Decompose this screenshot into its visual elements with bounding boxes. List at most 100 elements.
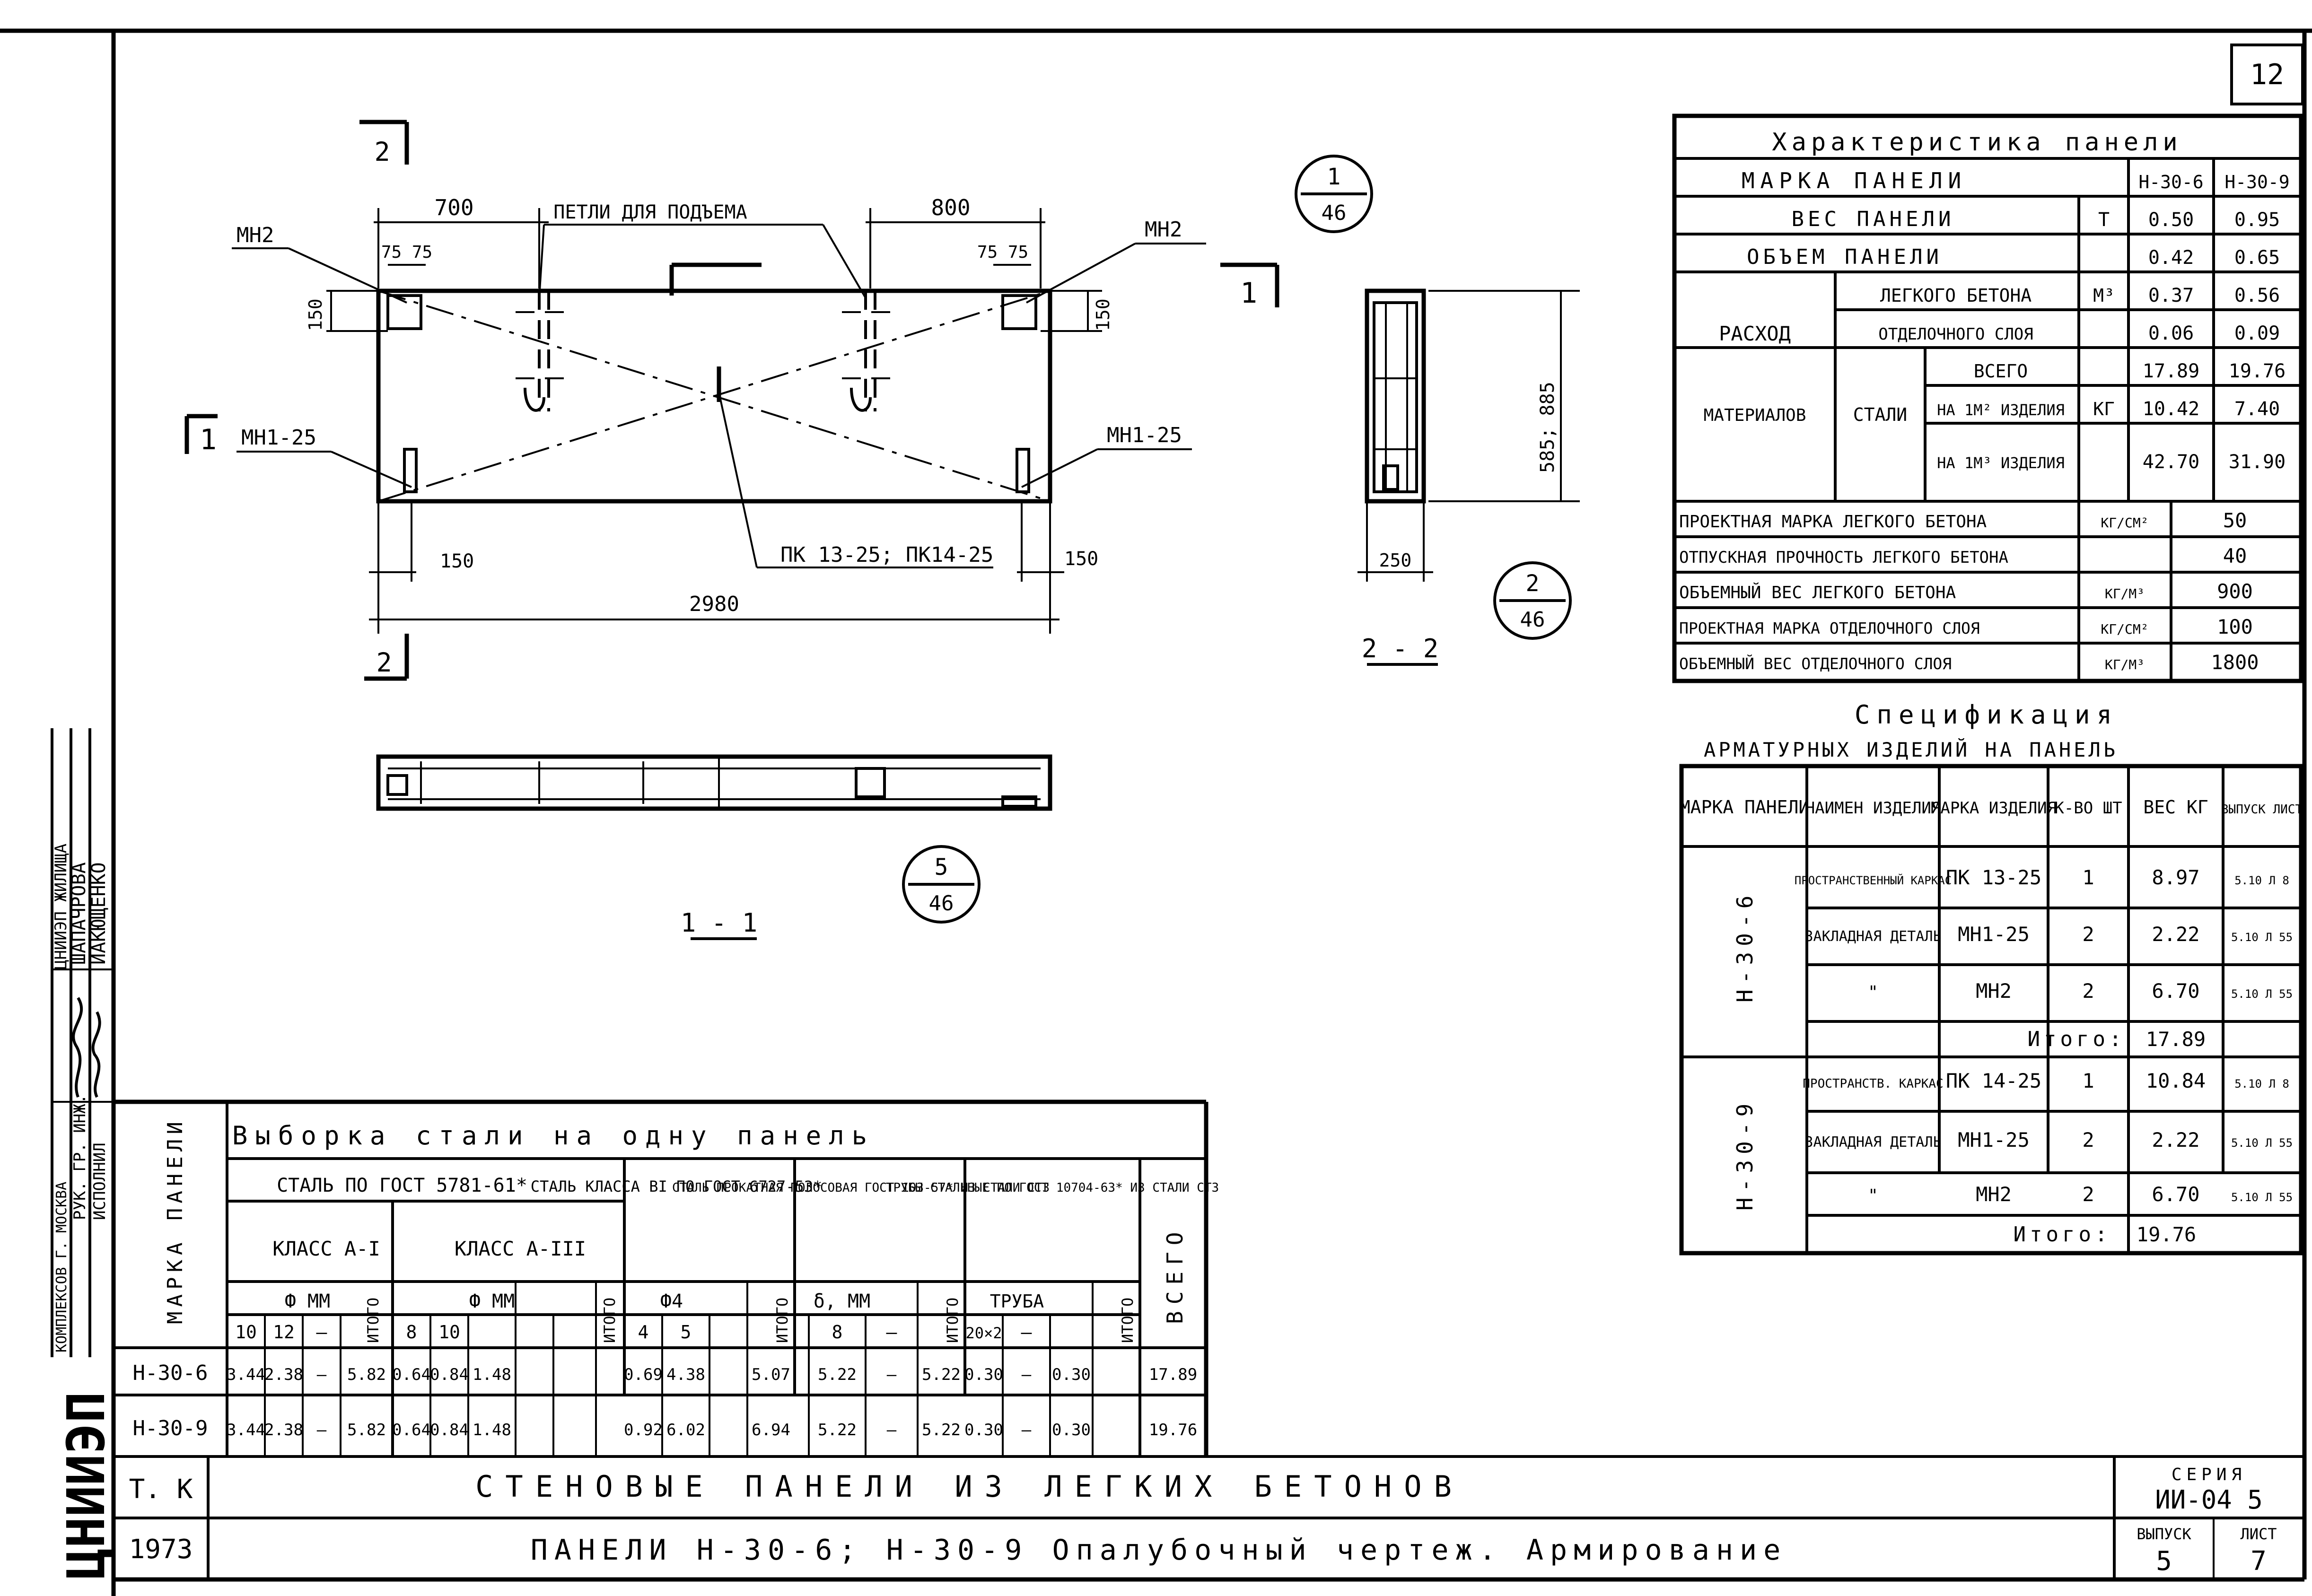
steel-sub-1: 12 xyxy=(273,1322,295,1343)
char-row-6-v1: 42.70 xyxy=(2143,451,2199,473)
dim-150-right: 150 xyxy=(1093,298,1113,331)
spec-g1-r1-qty: 2 xyxy=(2082,1128,2094,1151)
spec-g0-r1-ref: 5.10 Л 55 xyxy=(2231,931,2293,944)
dim-150-bottom-right: 150 xyxy=(1064,548,1098,570)
char-row-2-label: ЛЕГКОГО БЕТОНА xyxy=(1880,285,2032,306)
stamp-role-1: РУК. ГР. ИНЖ. xyxy=(70,1094,89,1220)
stamp-name-2: ИАКЮЩЕНКО xyxy=(88,862,110,965)
char-row-0-v1: 0.50 xyxy=(2148,209,2194,231)
seria-label: СЕРИЯ xyxy=(2172,1465,2246,1484)
char-row-1-v1: 0.42 xyxy=(2148,247,2194,269)
stamp-org-2: КОМПЛЕКСОВ Г. МОСКВА xyxy=(53,1182,70,1352)
vypusk-label: ВЫПУСК xyxy=(2137,1525,2191,1543)
ref-circle-5: 5 46 xyxy=(902,845,981,924)
steel-sub-8: 5 xyxy=(681,1322,692,1343)
steel-cell: 6.02 xyxy=(666,1421,705,1439)
steel-cell: — xyxy=(887,1421,897,1439)
mn1-right-label: МН1-25 xyxy=(1107,423,1182,447)
sheet-frame xyxy=(0,28,2312,1596)
ref-5-bottom: 46 xyxy=(929,891,954,916)
char-mark-label: МАРКА ПАНЕЛИ xyxy=(1742,168,1967,193)
char-materialov: МАТЕРИАЛОВ xyxy=(1704,406,1806,425)
char-wide-4-label: ОБЪЕМНЫЙ ВЕС ОТДЕЛОЧНОГО СЛОЯ xyxy=(1679,654,1952,673)
steel-sub-13: 20×2 xyxy=(965,1324,1002,1342)
section-1-1: 1 - 1 xyxy=(376,754,1052,940)
steel-cell: — xyxy=(317,1365,327,1384)
char-wide-0-label: ПРОЕКТНАЯ МАРКА ЛЕГКОГО БЕТОНА xyxy=(1679,512,1987,532)
spec-title-2: АРМАТУРНЫХ ИЗДЕЛИЙ НА ПАНЕЛЬ xyxy=(1704,738,2118,761)
char-row-1-v2: 0.65 xyxy=(2234,247,2280,269)
char-row-5-v1: 10.42 xyxy=(2143,398,2199,420)
steel-cell: 19.76 xyxy=(1149,1421,1197,1439)
char-row-3-v2: 0.09 xyxy=(2234,323,2280,344)
char-stali: СТАЛИ xyxy=(1853,404,1907,425)
char-row-5-unit: КГ xyxy=(2093,399,2115,419)
sheet-number-box: 12 xyxy=(2230,44,2304,105)
steel-cell: 5.07 xyxy=(752,1365,790,1384)
steel-sub-2: — xyxy=(316,1322,327,1343)
steel-sub-11: — xyxy=(886,1322,897,1343)
spec-h-3: К-ВО ШТ xyxy=(2054,799,2122,818)
steel-vsego: ВСЕГО xyxy=(1162,1226,1188,1324)
section-2-bottom-label: 2 xyxy=(376,647,392,678)
steel-itogo-2: ИТОГО xyxy=(601,1298,619,1343)
char-row-0-unit: Т xyxy=(2098,209,2110,231)
ref-1-bottom: 46 xyxy=(1322,201,1347,225)
ref-2-bottom: 46 xyxy=(1520,608,1545,632)
section-1-left-label: 1 xyxy=(200,423,217,456)
ref-1-top: 1 xyxy=(1327,164,1341,190)
steel-cell: 0.92 xyxy=(624,1421,663,1439)
steel-cell: 0.84 xyxy=(430,1421,469,1439)
ref-circle-2: 2 46 xyxy=(1493,561,1572,640)
mn2-right-label: МН2 xyxy=(1145,218,1182,242)
steel-cell: 3.44 xyxy=(227,1421,265,1439)
spec-g1-r2-name: " xyxy=(1868,1186,1878,1205)
spec-g0-r2-ref: 5.10 Л 55 xyxy=(2231,987,2293,1001)
spec-g1-r2-mark: МН2 xyxy=(1976,1183,2012,1206)
dim-585-885: 585; 885 xyxy=(1537,382,1559,473)
steel-phi4: Ф4 xyxy=(660,1291,683,1312)
section-2-top-label: 2 xyxy=(374,137,390,167)
steel-cell: 5.22 xyxy=(922,1421,961,1439)
spec-h-2: МАРКА ИЗДЕЛИЯ xyxy=(1931,799,2057,818)
steel-cell: — xyxy=(1022,1421,1032,1439)
spec-h-1: НАИМЕН ИЗДЕЛИЯ xyxy=(1805,799,1941,818)
steel-cell: 3.44 xyxy=(227,1365,265,1384)
mn1-left-label: МН1-25 xyxy=(241,426,316,450)
dim-150-left: 150 xyxy=(305,298,326,331)
spec-g0-panel: Н-30-6 xyxy=(1732,890,1758,1003)
spec-g1-r1-weight: 2.22 xyxy=(2152,1128,2199,1151)
steel-cell: 4.38 xyxy=(666,1365,705,1384)
steel-cell: 1.48 xyxy=(473,1365,511,1384)
title-line-2: ПАНЕЛИ Н-30-6; Н-30-9 Опалубочный чертеж… xyxy=(531,1534,1787,1567)
spec-g0-r1-qty: 2 xyxy=(2082,923,2094,946)
steel-cell: 2.38 xyxy=(264,1365,303,1384)
steel-class-a1: КЛАСС А-I xyxy=(272,1237,380,1260)
signature-2 xyxy=(91,1011,101,1098)
steel-cell: 2.38 xyxy=(264,1421,303,1439)
stamp-name-1: ШАПАЧРОВА xyxy=(68,862,90,965)
ref-5-top: 5 xyxy=(935,854,948,881)
steel-marka-header: МАРКА ПАНЕЛИ xyxy=(163,1117,187,1324)
spec-g1-r0-weight: 10.84 xyxy=(2146,1069,2206,1092)
steel-sub-14: — xyxy=(1021,1322,1032,1343)
steel-cell: 0.84 xyxy=(430,1365,469,1384)
steel-cell: 1.48 xyxy=(473,1421,511,1439)
char-wide-2-label: ОБЪЕМНЫЙ ВЕС ЛЕГКОГО БЕТОНА xyxy=(1679,583,1956,602)
spec-g0-total: 17.89 xyxy=(2146,1028,2206,1051)
spec-g0-r2-mark: МН2 xyxy=(1976,979,2012,1003)
stamp-logo: ЦНИИЭП xyxy=(56,1392,116,1579)
steel-phi-mm-1: Ф ММ xyxy=(285,1291,330,1312)
spec-g1-r0-ref: 5.10 Л 8 xyxy=(2234,1077,2289,1090)
char-wide-2-value: 900 xyxy=(2217,580,2253,603)
dim-250: 250 xyxy=(1379,550,1412,571)
char-row-6-v2: 31.90 xyxy=(2229,451,2286,473)
section-2-2: 585; 885 250 2 - 2 xyxy=(1357,288,1580,666)
steel-cell: 5.22 xyxy=(922,1365,961,1384)
section-22-title: 2 - 2 xyxy=(1362,634,1439,663)
char-row-5-v2: 7.40 xyxy=(2234,398,2280,420)
steel-cell: 5.22 xyxy=(818,1421,857,1439)
steel-itogo-4: ИТОГО xyxy=(944,1298,962,1343)
char-row-2-v1: 0.37 xyxy=(2148,285,2194,306)
